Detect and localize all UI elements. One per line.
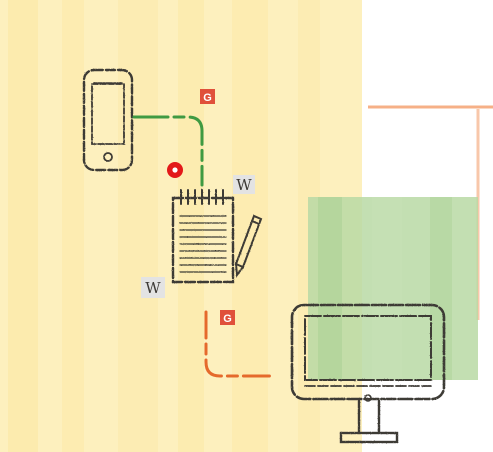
yellow-wash [0,0,362,452]
w-badge-top: W [233,175,255,194]
green-wash [308,197,478,380]
svg-text:W: W [236,176,252,194]
w-badge-left: W [141,277,165,298]
svg-text:G: G [203,92,212,104]
svg-text:G: G [223,313,232,325]
svg-text:W: W [145,279,161,297]
g-badge-bottom: G [220,310,235,325]
record-dot-icon [167,162,183,178]
g-badge-top: G [200,89,215,104]
